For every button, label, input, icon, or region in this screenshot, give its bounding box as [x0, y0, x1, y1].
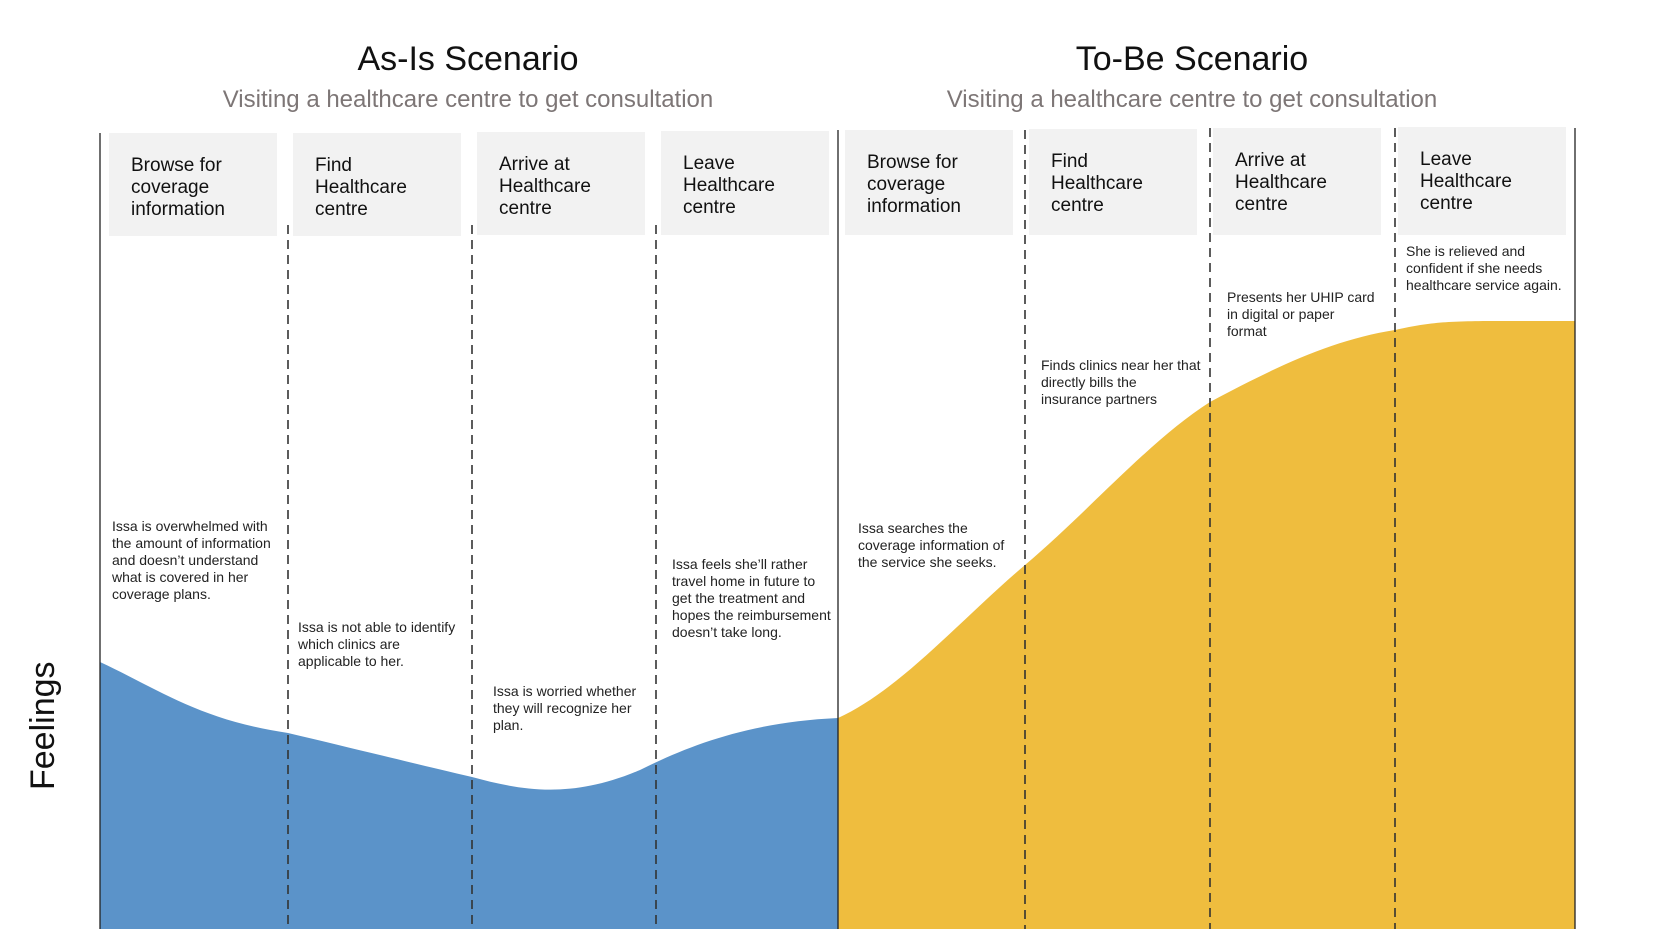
to-be-feelings-area [838, 321, 1575, 929]
to-be-title: To-Be Scenario [1075, 40, 1309, 78]
as-is-note-find: Issa is not able to identify which clini… [298, 619, 456, 669]
to-be-note-arrive: Presents her UHIP card in digital or pap… [1227, 289, 1375, 339]
to-be-stage-browse: Browse for coverage information [845, 130, 1013, 235]
as-is-stage-find: Find Healthcare centre [293, 133, 461, 236]
as-is-title: As-Is Scenario [357, 40, 579, 78]
as-is-stage-arrive: Arrive at Healthcare centre [477, 132, 645, 235]
as-is-note-browse: Issa is overwhelmed with the amount of i… [112, 518, 271, 602]
as-is-feelings-area [100, 662, 838, 929]
to-be-subtitle: Visiting a healthcare centre to get cons… [946, 86, 1438, 113]
as-is-subtitle: Visiting a healthcare centre to get cons… [222, 86, 714, 113]
as-is-stage-browse: Browse for coverage information [109, 133, 277, 236]
to-be-stage-arrive: Arrive at Healthcare centre [1213, 128, 1381, 235]
to-be-note-find: Finds clinics near her that directly bil… [1041, 357, 1201, 407]
to-be-stage-find: Find Healthcare centre [1029, 129, 1197, 235]
to-be-note-leave: She is relieved and confident if she nee… [1406, 243, 1562, 293]
as-is-stage-leave: Leave Healthcare centre [661, 131, 829, 235]
as-is-note-arrive: Issa is worried whether they will recogn… [493, 683, 637, 733]
to-be-stage-leave: Leave Healthcare centre [1398, 127, 1566, 235]
to-be-note-browse: Issa searches the coverage information o… [858, 520, 1005, 570]
as-is-note-leave: Issa feels she’ll rather travel home in … [672, 556, 831, 640]
feelings-axis-label: Feelings [24, 661, 62, 790]
